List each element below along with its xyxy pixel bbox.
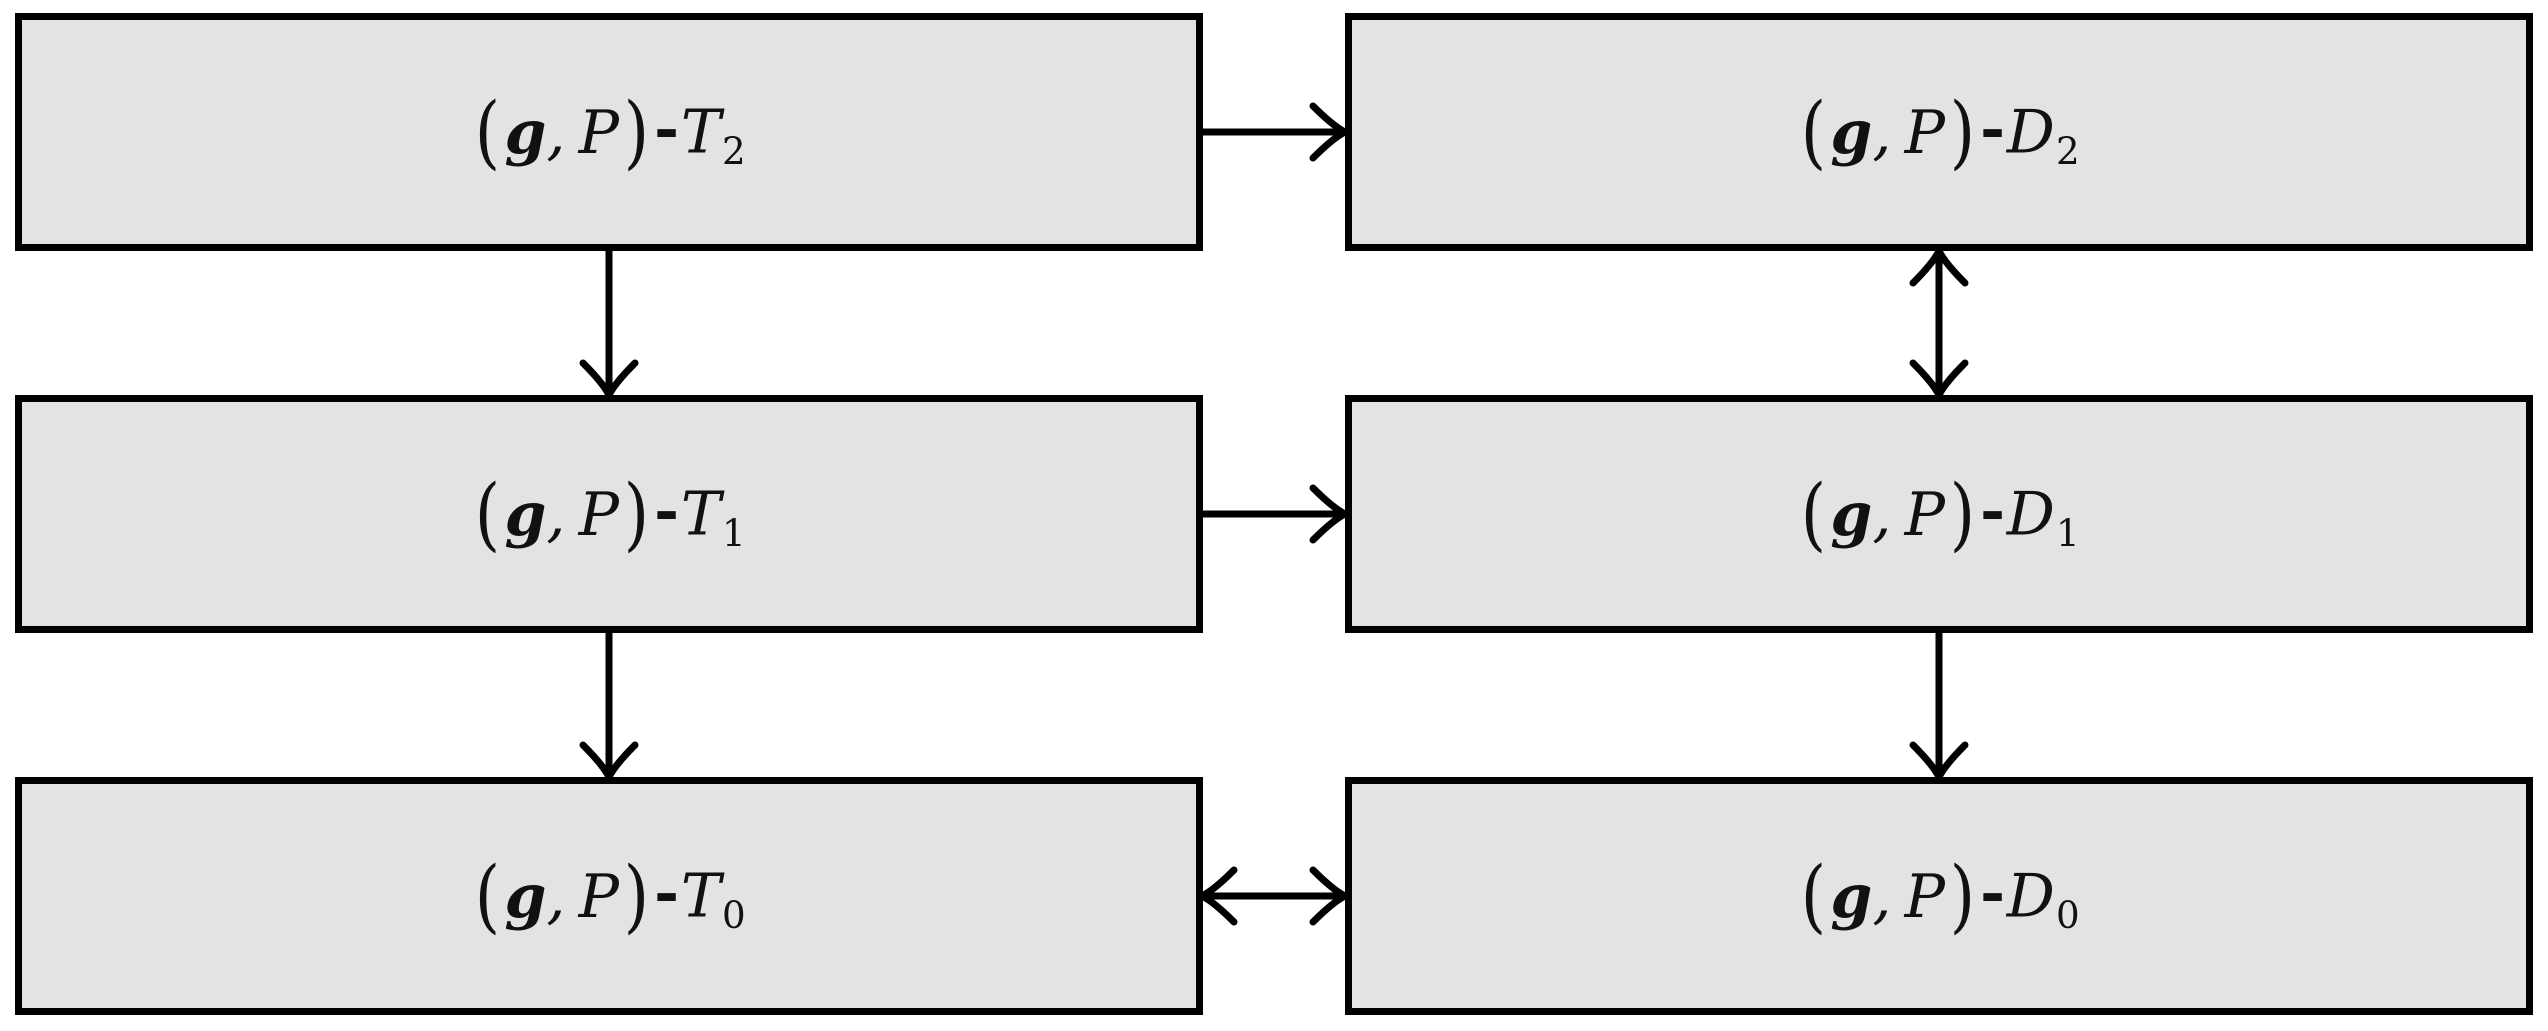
open-paren: ( — [1801, 85, 1827, 179]
box-gP-D2: (g,P)-D2 — [1345, 13, 2533, 251]
comma: , — [1872, 98, 1892, 169]
open-paren: ( — [1801, 849, 1827, 943]
open-paren: ( — [475, 467, 501, 561]
hyphen: - — [1980, 476, 2005, 547]
fraktur-g: g — [1830, 98, 1873, 169]
script-P: P — [1904, 98, 1945, 169]
script-P: P — [578, 862, 620, 933]
comma: , — [1872, 480, 1892, 551]
letter-D: D — [2006, 98, 2055, 169]
subscript-2: 2 — [721, 129, 746, 174]
comma: , — [546, 98, 566, 169]
subscript-1: 1 — [721, 511, 746, 556]
box-gP-D1-label: (g,P)-D1 — [1798, 467, 2080, 561]
open-paren: ( — [1801, 467, 1827, 561]
script-P: P — [1904, 862, 1945, 933]
fraktur-g: g — [1830, 862, 1873, 933]
box-gP-T2: (g,P)-T2 — [15, 13, 1203, 251]
box-gP-T1-label: (g,P)-T1 — [472, 467, 746, 561]
subscript-0: 0 — [721, 893, 746, 938]
subscript-2: 2 — [2056, 129, 2080, 174]
comma: , — [546, 480, 566, 551]
script-P: P — [578, 480, 620, 551]
open-paren: ( — [475, 85, 501, 179]
box-gP-D0-label: (g,P)-D0 — [1798, 849, 2080, 943]
letter-T: T — [680, 862, 721, 933]
letter-D: D — [2006, 480, 2055, 551]
box-gP-T1: (g,P)-T1 — [15, 395, 1203, 633]
box-gP-T0-label: (g,P)-T0 — [472, 849, 746, 943]
comma: , — [1872, 862, 1892, 933]
fraktur-g: g — [504, 480, 547, 551]
comma: , — [546, 862, 566, 933]
script-P: P — [578, 98, 620, 169]
close-paren: ) — [624, 85, 650, 179]
box-gP-T0: (g,P)-T0 — [15, 777, 1203, 1015]
close-paren: ) — [624, 467, 650, 561]
hyphen: - — [1980, 94, 2005, 165]
subscript-1: 1 — [2056, 511, 2080, 556]
script-P: P — [1904, 480, 1945, 551]
close-paren: ) — [1950, 849, 1976, 943]
letter-D: D — [2006, 862, 2055, 933]
close-paren: ) — [1950, 467, 1976, 561]
letter-T: T — [680, 98, 721, 169]
open-paren: ( — [475, 849, 501, 943]
fraktur-g: g — [504, 98, 547, 169]
hyphen: - — [654, 94, 680, 165]
close-paren: ) — [624, 849, 650, 943]
close-paren: ) — [1950, 85, 1976, 179]
hyphen: - — [654, 858, 680, 929]
letter-T: T — [680, 480, 721, 551]
box-gP-D2-label: (g,P)-D2 — [1798, 85, 2080, 179]
box-gP-D1: (g,P)-D1 — [1345, 395, 2533, 633]
fraktur-g: g — [504, 862, 547, 933]
box-gP-T2-label: (g,P)-T2 — [472, 85, 746, 179]
subscript-0: 0 — [2056, 893, 2080, 938]
box-gP-D0: (g,P)-D0 — [1345, 777, 2533, 1015]
fraktur-g: g — [1830, 480, 1873, 551]
hyphen: - — [1980, 858, 2005, 929]
hyphen: - — [654, 476, 680, 547]
